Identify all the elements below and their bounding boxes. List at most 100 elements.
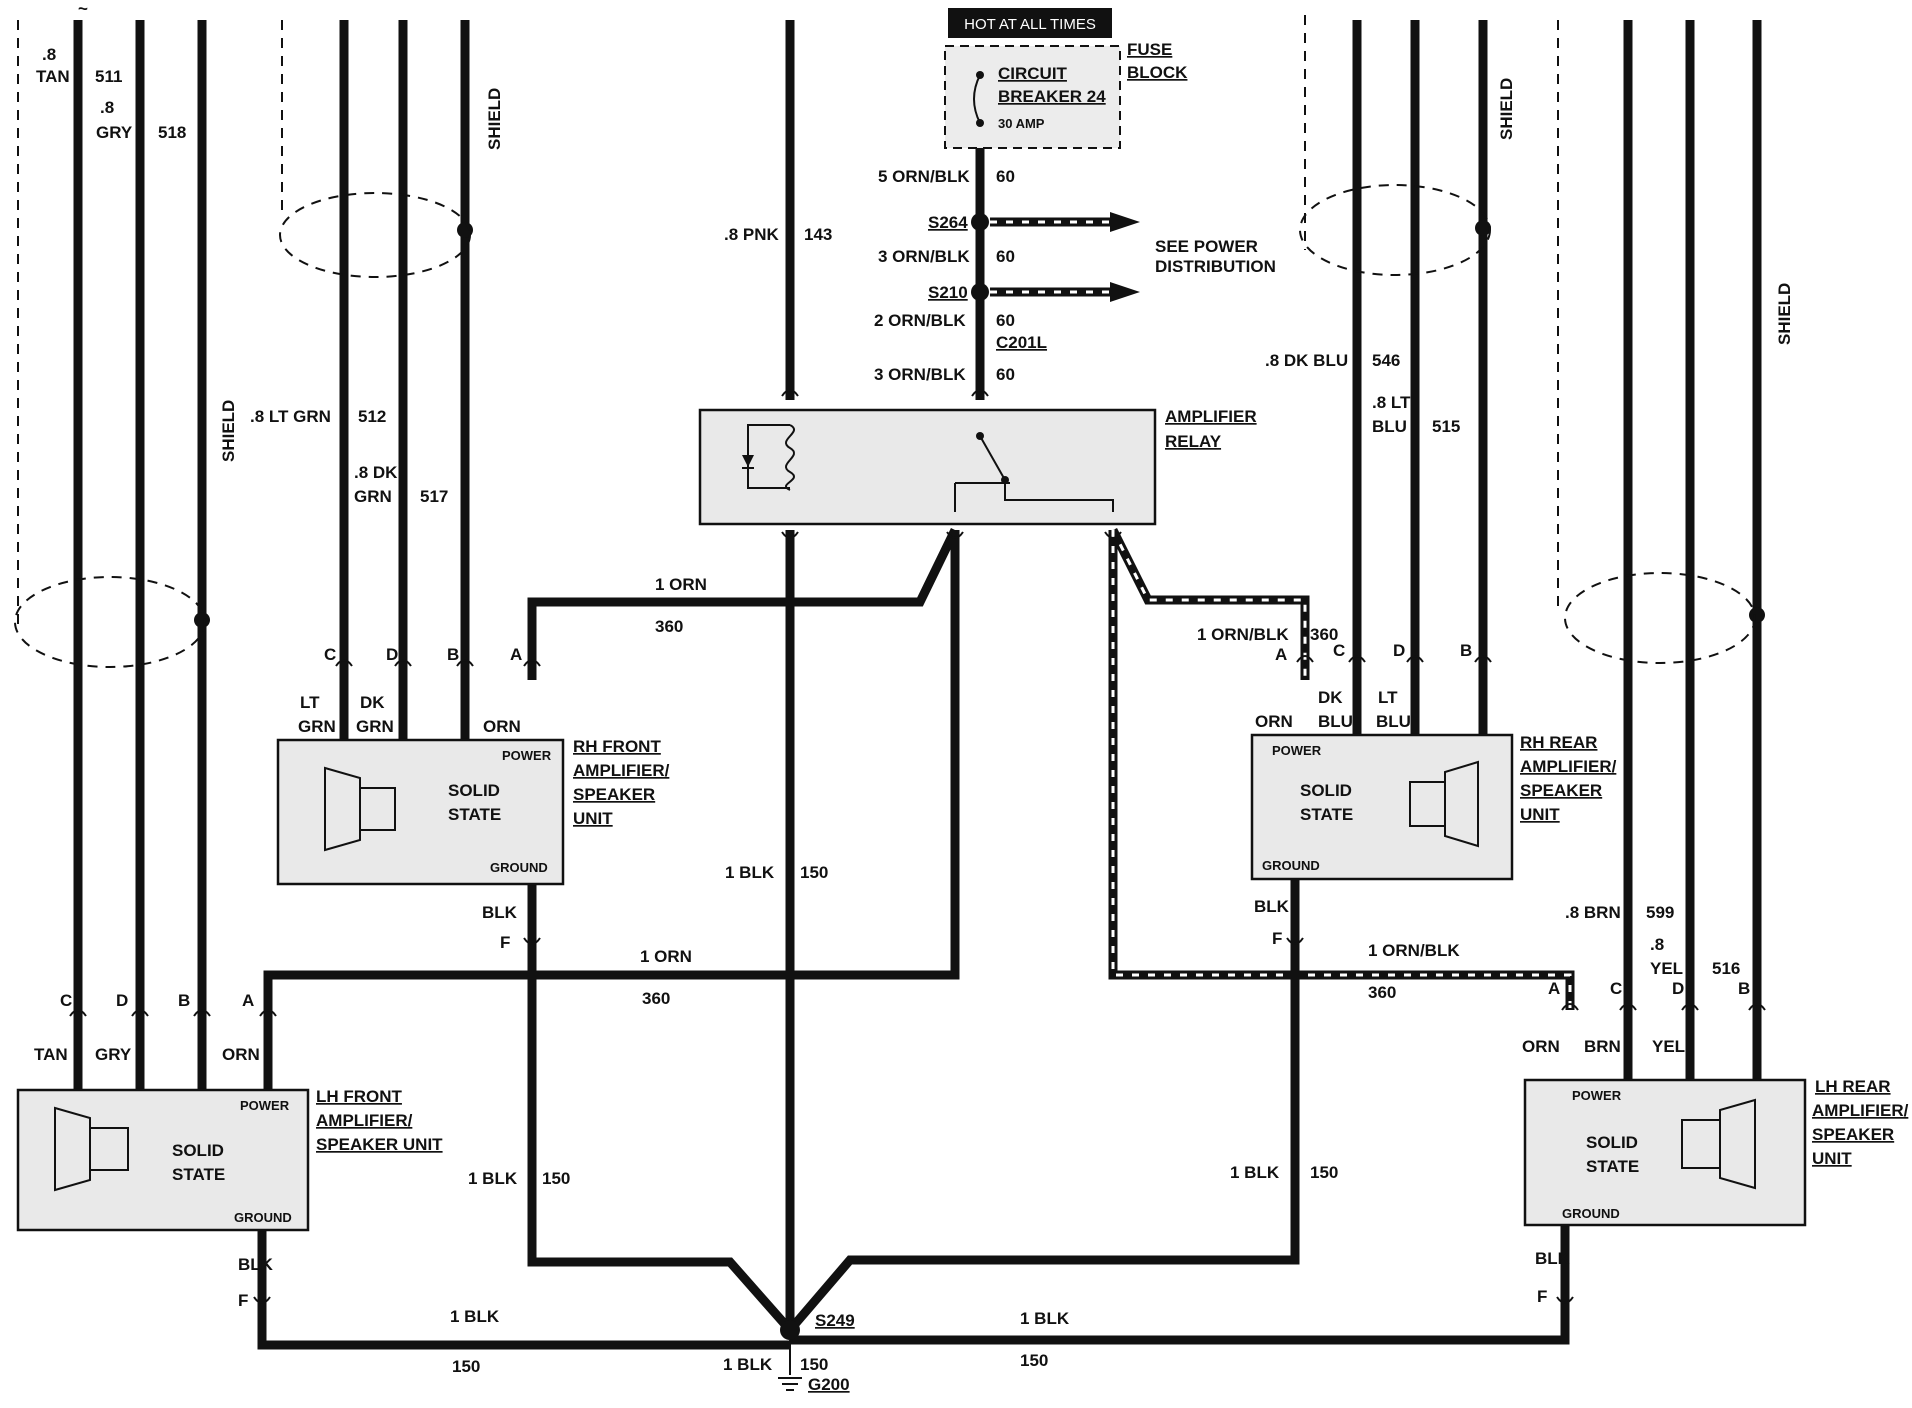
svg-text:SOLID: SOLID bbox=[172, 1141, 224, 1160]
svg-text:1 ORN: 1 ORN bbox=[655, 575, 707, 594]
svg-text:.8: .8 bbox=[100, 98, 114, 117]
svg-text:150: 150 bbox=[542, 1169, 570, 1188]
svg-text:F: F bbox=[500, 933, 510, 952]
svg-text:518: 518 bbox=[158, 123, 186, 142]
svg-text:HOT AT ALL TIMES: HOT AT ALL TIMES bbox=[964, 16, 1096, 33]
ground-wires bbox=[257, 875, 1570, 1391]
svg-text:GRY: GRY bbox=[95, 1045, 132, 1064]
svg-text:D: D bbox=[1672, 979, 1684, 998]
lh-rear-wire-labels: .8 BRN 599 .8 YEL 516 SHIELD A C D B ORN… bbox=[1522, 283, 1794, 1306]
svg-text:GRN: GRN bbox=[298, 717, 336, 736]
svg-text:S249: S249 bbox=[815, 1311, 855, 1330]
svg-text:SHIELD: SHIELD bbox=[1775, 283, 1794, 345]
svg-text:.8: .8 bbox=[42, 45, 56, 64]
svg-text:2 ORN/BLK: 2 ORN/BLK bbox=[874, 311, 966, 330]
svg-text:GRN: GRN bbox=[356, 717, 394, 736]
svg-text:150: 150 bbox=[452, 1357, 480, 1376]
svg-text:GROUND: GROUND bbox=[234, 1210, 292, 1225]
svg-text:TAN: TAN bbox=[36, 67, 70, 86]
svg-text:1 ORN: 1 ORN bbox=[640, 947, 692, 966]
svg-text:BLU: BLU bbox=[1376, 712, 1411, 731]
svg-text:LT: LT bbox=[1378, 688, 1398, 707]
svg-text:AMPLIFIER/: AMPLIFIER/ bbox=[316, 1111, 413, 1130]
svg-text:B: B bbox=[178, 991, 190, 1010]
fuse-block: CIRCUIT BREAKER 24 30 AMP FUSE BLOCK bbox=[944, 40, 1188, 149]
svg-text:SHIELD: SHIELD bbox=[1497, 78, 1516, 140]
svg-text:150: 150 bbox=[800, 863, 828, 882]
svg-text:B: B bbox=[1460, 641, 1472, 660]
svg-text:LH FRONT: LH FRONT bbox=[316, 1087, 403, 1106]
svg-text:BLK: BLK bbox=[482, 903, 518, 922]
svg-text:.8: .8 bbox=[1650, 935, 1664, 954]
svg-text:1 BLK: 1 BLK bbox=[725, 863, 775, 882]
lh-rear-signal-wires bbox=[1557, 20, 1765, 1085]
svg-text:150: 150 bbox=[1020, 1351, 1048, 1370]
svg-text:S264: S264 bbox=[928, 213, 968, 232]
svg-text:BREAKER 24: BREAKER 24 bbox=[998, 87, 1106, 106]
svg-text:.8 DK BLU: .8 DK BLU bbox=[1265, 351, 1348, 370]
svg-text:C: C bbox=[1610, 979, 1622, 998]
svg-text:512: 512 bbox=[358, 407, 386, 426]
svg-text:ORN: ORN bbox=[222, 1045, 260, 1064]
svg-text:DISTRIBUTION: DISTRIBUTION bbox=[1155, 257, 1276, 276]
svg-text:A: A bbox=[1548, 979, 1560, 998]
svg-text:515: 515 bbox=[1432, 417, 1460, 436]
svg-text:SOLID: SOLID bbox=[1300, 781, 1352, 800]
svg-text:LT: LT bbox=[300, 693, 320, 712]
svg-text:517: 517 bbox=[420, 487, 448, 506]
svg-text:60: 60 bbox=[996, 365, 1015, 384]
svg-text:GROUND: GROUND bbox=[1562, 1206, 1620, 1221]
svg-text:YEL: YEL bbox=[1650, 959, 1683, 978]
svg-text:599: 599 bbox=[1646, 903, 1674, 922]
svg-text:BLK: BLK bbox=[238, 1255, 274, 1274]
svg-text:.8 BRN: .8 BRN bbox=[1565, 903, 1621, 922]
svg-text:360: 360 bbox=[1310, 625, 1338, 644]
svg-text:B: B bbox=[447, 645, 459, 664]
svg-text:546: 546 bbox=[1372, 351, 1400, 370]
svg-text:SPEAKER: SPEAKER bbox=[573, 785, 655, 804]
svg-text:DK: DK bbox=[360, 693, 385, 712]
svg-text:FUSE: FUSE bbox=[1127, 40, 1172, 59]
svg-text:STATE: STATE bbox=[1300, 805, 1353, 824]
svg-text:516: 516 bbox=[1712, 959, 1740, 978]
connector-marks bbox=[69, 389, 1766, 1304]
svg-text:SPEAKER: SPEAKER bbox=[1812, 1125, 1894, 1144]
svg-text:SEE POWER: SEE POWER bbox=[1155, 237, 1258, 256]
svg-text:BLK: BLK bbox=[1254, 897, 1290, 916]
svg-text:F: F bbox=[238, 1291, 248, 1310]
lh-front-signal-wires: ~ bbox=[14, 0, 210, 1090]
svg-text:C: C bbox=[60, 991, 72, 1010]
svg-text:BLU: BLU bbox=[1318, 712, 1353, 731]
svg-text:UNIT: UNIT bbox=[573, 809, 613, 828]
svg-text:UNIT: UNIT bbox=[1812, 1149, 1852, 1168]
svg-text:GROUND: GROUND bbox=[490, 860, 548, 875]
svg-text:AMPLIFIER: AMPLIFIER bbox=[1165, 407, 1257, 426]
svg-text:SHIELD: SHIELD bbox=[485, 88, 504, 150]
svg-text:SPEAKER: SPEAKER bbox=[1520, 781, 1602, 800]
svg-text:B: B bbox=[1738, 979, 1750, 998]
svg-text:360: 360 bbox=[642, 989, 670, 1008]
svg-text:C: C bbox=[324, 645, 336, 664]
svg-text:C: C bbox=[1333, 641, 1345, 660]
svg-text:60: 60 bbox=[996, 167, 1015, 186]
svg-text:1 ORN/BLK: 1 ORN/BLK bbox=[1368, 941, 1460, 960]
svg-text:F: F bbox=[1272, 929, 1282, 948]
svg-text:.8 LT: .8 LT bbox=[1372, 393, 1411, 412]
rh-rear-wire-labels: .8 DK BLU 546 .8 LT BLU 515 SHIELD 1 ORN… bbox=[1197, 78, 1516, 1182]
power-feed-wire bbox=[971, 130, 1140, 400]
svg-text:POWER: POWER bbox=[1272, 743, 1322, 758]
svg-text:5 ORN/BLK: 5 ORN/BLK bbox=[878, 167, 970, 186]
svg-text:LH REAR: LH REAR bbox=[1815, 1077, 1891, 1096]
svg-text:150: 150 bbox=[1310, 1163, 1338, 1182]
svg-text:3 ORN/BLK: 3 ORN/BLK bbox=[874, 365, 966, 384]
svg-text:POWER: POWER bbox=[240, 1098, 290, 1113]
svg-text:POWER: POWER bbox=[502, 748, 552, 763]
svg-text:AMPLIFIER/: AMPLIFIER/ bbox=[573, 761, 670, 780]
svg-text:SOLID: SOLID bbox=[448, 781, 500, 800]
rh-rear-amplifier-unit: POWER SOLID STATE GROUND RH REAR AMPLIFI… bbox=[1250, 733, 1617, 881]
svg-text:150: 150 bbox=[800, 1355, 828, 1374]
svg-text:D: D bbox=[116, 991, 128, 1010]
svg-text:1 BLK: 1 BLK bbox=[723, 1355, 773, 1374]
svg-text:A: A bbox=[1275, 645, 1287, 664]
svg-text:RELAY: RELAY bbox=[1165, 432, 1222, 451]
